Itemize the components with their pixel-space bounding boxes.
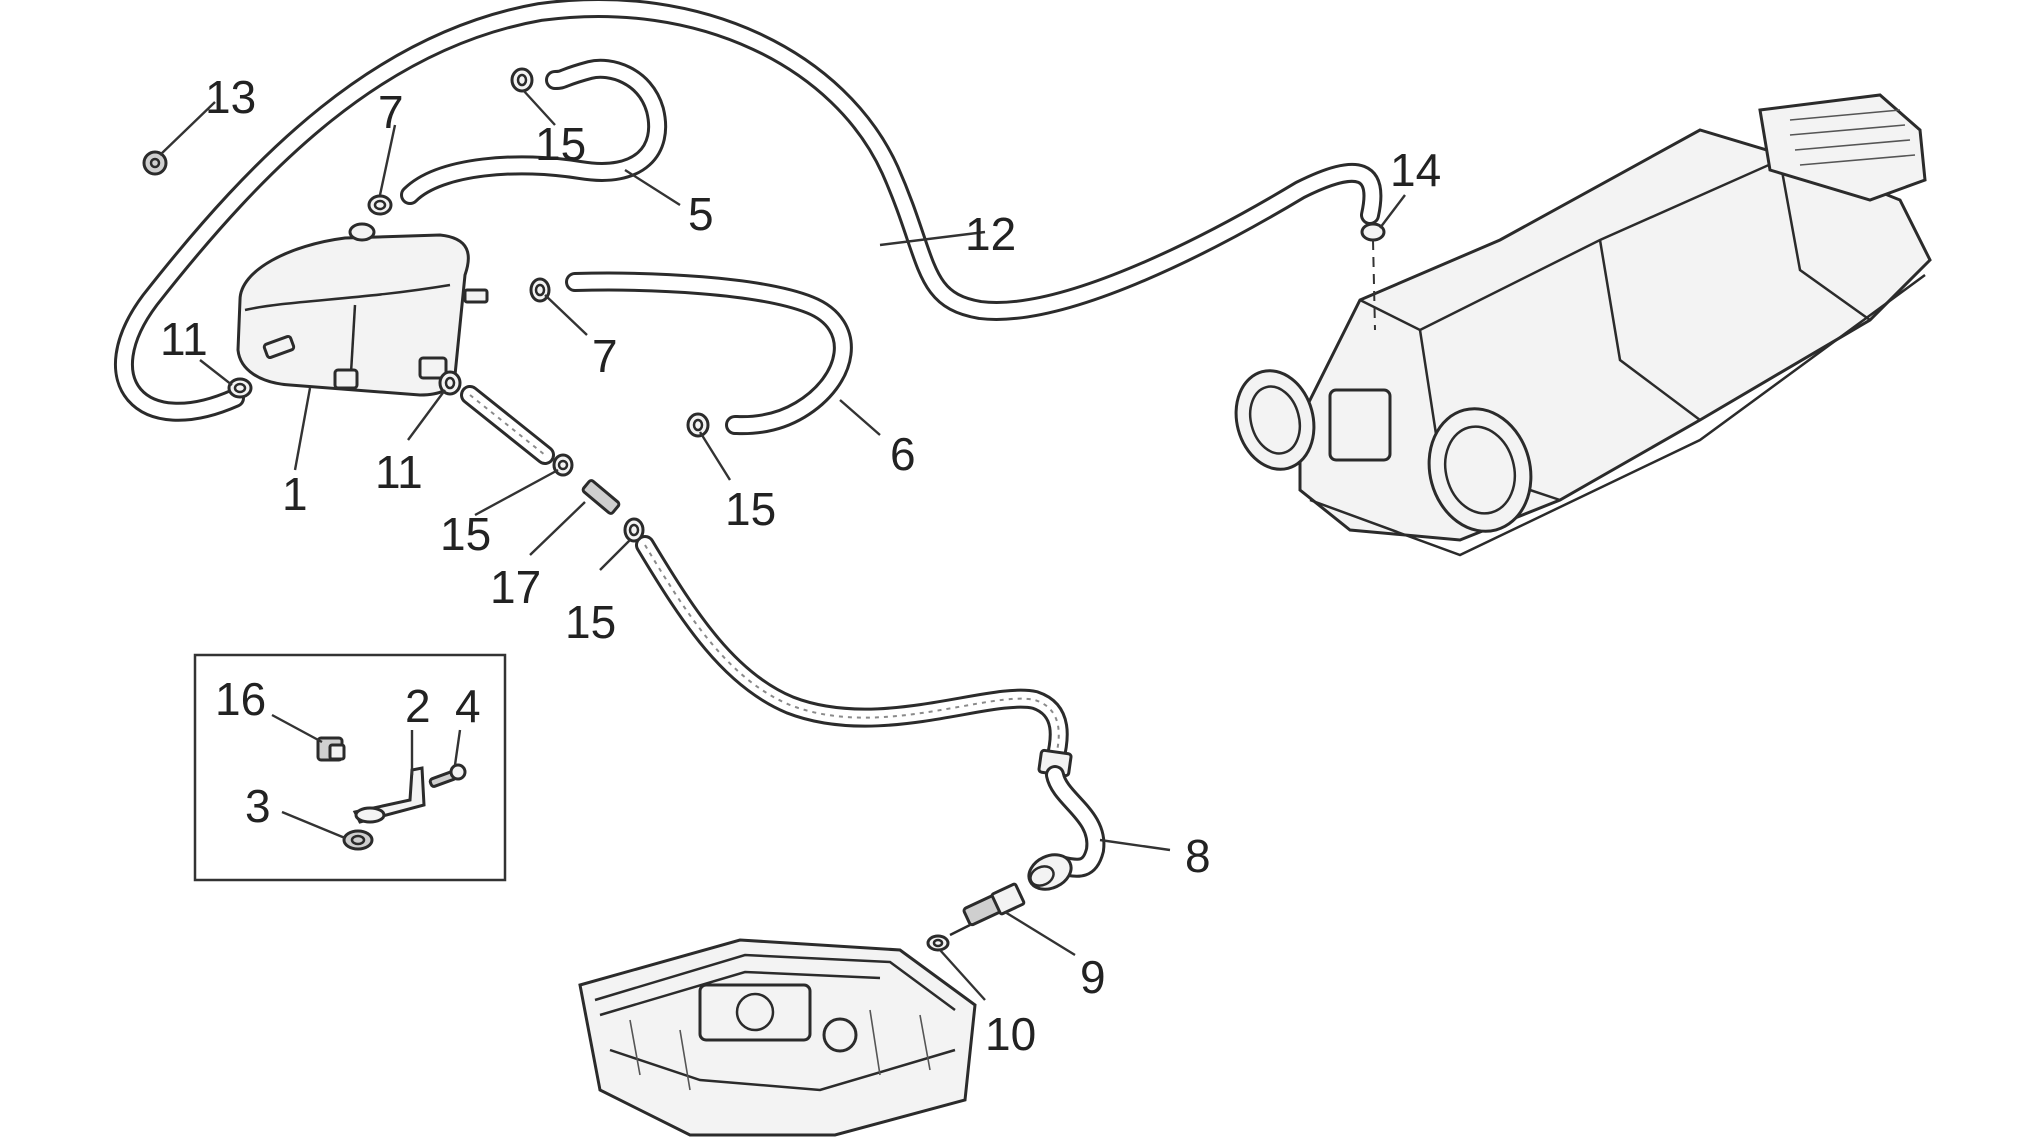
callout-14: 14	[1390, 144, 1441, 196]
callout-2: 2	[405, 680, 431, 732]
callout-1: 1	[282, 468, 308, 520]
callout-11-right: 11	[375, 446, 423, 498]
hose-5	[400, 58, 668, 205]
connector-17	[581, 479, 621, 515]
braided-hose-long	[635, 535, 1069, 770]
callout-15-left: 15	[440, 508, 491, 560]
callout-15-top: 15	[535, 118, 586, 170]
oil-sump	[578, 938, 977, 1137]
callout-8: 8	[1185, 830, 1211, 882]
clamp-11-left	[227, 377, 253, 399]
leader-lines	[159, 89, 1406, 1001]
callout-3: 3	[245, 780, 271, 832]
callout-5: 5	[688, 188, 714, 240]
clamp-15-lower	[623, 517, 645, 543]
nut-13	[142, 150, 168, 176]
inset-box	[193, 653, 507, 882]
clamp-15-left	[552, 453, 574, 477]
callout-4: 4	[455, 680, 481, 732]
hose-6	[565, 271, 853, 436]
bracket-2	[352, 766, 426, 824]
air-box	[1234, 93, 1932, 557]
braided-hose-short	[460, 385, 555, 465]
clip-16	[316, 736, 346, 762]
callout-10: 10	[985, 1008, 1036, 1060]
washer-3	[342, 829, 374, 851]
callout-16: 16	[215, 673, 266, 725]
clamp-7-lower	[529, 277, 551, 303]
clamp-15-mid	[686, 412, 710, 438]
callouts: 13 7 15 5 12 14 7 11 1 11 6 15 15 17 15 …	[160, 71, 1441, 1060]
callout-6: 6	[890, 428, 916, 480]
callout-17: 17	[490, 561, 541, 613]
clamp-11-right	[438, 370, 462, 396]
washer-10	[926, 934, 950, 952]
callout-15-mid: 15	[725, 483, 776, 535]
fitting-9	[949, 882, 1026, 937]
callout-7-upper: 7	[378, 86, 404, 138]
hose-12	[113, 0, 1383, 422]
callout-13: 13	[205, 71, 256, 123]
callout-12: 12	[965, 208, 1016, 260]
callout-11-left: 11	[160, 313, 208, 365]
clamp-7-upper	[367, 194, 393, 216]
callout-7-lower: 7	[592, 330, 618, 382]
screw-4	[428, 763, 467, 788]
pipe-8	[1027, 748, 1106, 891]
tank-1	[236, 222, 489, 397]
clamp-15-top	[510, 67, 534, 93]
callout-15-lower: 15	[565, 596, 616, 648]
callout-9: 9	[1080, 951, 1106, 1003]
